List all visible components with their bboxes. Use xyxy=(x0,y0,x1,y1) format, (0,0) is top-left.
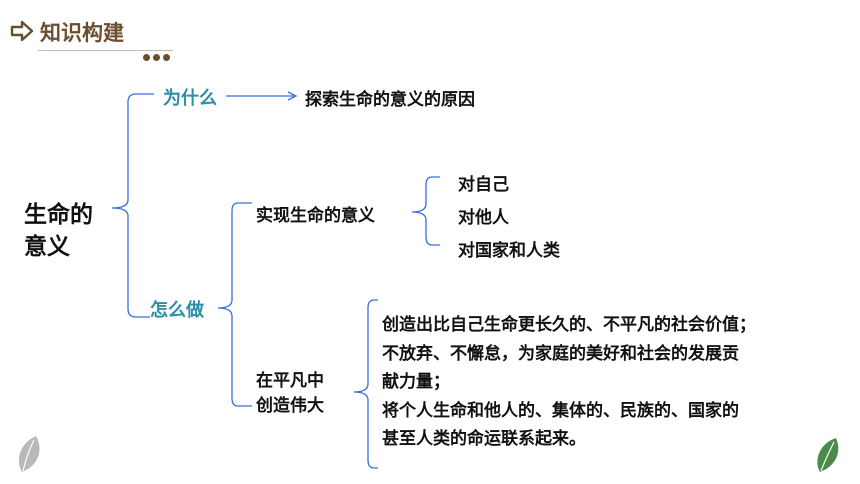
realize-item-nation: 对国家和人类 xyxy=(458,241,560,261)
ordinary-line-2: 创造伟大 xyxy=(256,396,324,416)
page-title: 知识构建 xyxy=(40,21,124,45)
decorative-dots xyxy=(143,46,173,65)
description-line: 将个人生命和他人的、集体的、民族的、国家的 xyxy=(382,400,739,421)
why-result: 探索生命的意义的原因 xyxy=(305,90,475,110)
realize-brace xyxy=(411,176,440,246)
why-arrow-head xyxy=(287,91,298,101)
description-line: 创造出比自己生命更长久的、不平凡的社会价值； xyxy=(382,315,756,335)
description-line: 献力量； xyxy=(382,372,450,392)
description-line: 不放弃、不懈怠，为家庭的美好和社会的发展贡 xyxy=(382,343,739,364)
title-underline xyxy=(38,50,173,51)
how-brace xyxy=(217,202,252,407)
ordinary-description: 创造出比自己生命更长久的、不平凡的社会价值； 不放弃、不懈怠，为家庭的美好和社会… xyxy=(382,311,852,454)
root-brace xyxy=(111,93,154,318)
leaf-left-icon xyxy=(18,436,40,472)
ordinary-node: 在平凡中 创造伟大 xyxy=(256,369,324,419)
realize-item-self: 对自己 xyxy=(458,175,509,195)
root-node: 生命的 意义 xyxy=(24,199,93,263)
realize-item-others: 对他人 xyxy=(458,208,509,228)
realize-node: 实现生命的意义 xyxy=(256,206,375,226)
leaf-right-icon xyxy=(817,438,839,472)
branch-how: 怎么做 xyxy=(150,300,204,321)
ordinary-line-1: 在平凡中 xyxy=(256,371,324,391)
ordinary-brace xyxy=(353,299,378,469)
description-line: 甚至人类的命运联系起来。 xyxy=(382,429,586,449)
branch-why: 为什么 xyxy=(163,88,217,109)
root-line-1: 生命的 xyxy=(24,202,93,228)
root-line-2: 意义 xyxy=(24,234,70,260)
arrow-right-icon xyxy=(10,20,34,42)
